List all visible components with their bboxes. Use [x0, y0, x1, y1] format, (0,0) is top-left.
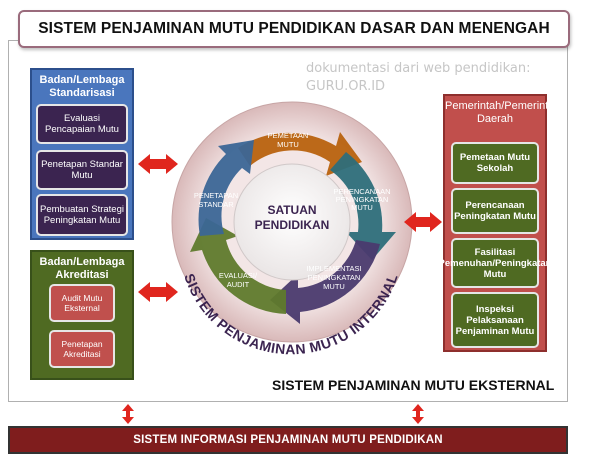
horizontal-arrows	[138, 154, 442, 302]
center-circle	[233, 163, 351, 281]
step-implementasi-line3: MUTU	[323, 282, 345, 291]
arrow-left-top-icon	[138, 154, 178, 174]
step-implementasi-line2: PENINGKATAN	[308, 273, 361, 282]
item-penetapan-standar: Penetapan Standar Mutu	[36, 150, 128, 190]
bottom-bar: SISTEM INFORMASI PENJAMINAN MUTU PENDIDI…	[8, 426, 568, 454]
segment-pemetaan-mutu	[238, 132, 362, 176]
watermark: dokumentasi dari web pendidikan: GURU.OR…	[306, 60, 530, 96]
item-audit-mutu: Audit Mutu Eksternal	[49, 284, 115, 322]
arrow-vertical-right-icon	[412, 404, 424, 424]
item-fasilitasi-pemenuhan: Fasilitasi Pemenuhan/Peningkatan Mutu	[439, 238, 552, 288]
step-implementasi-line1: IMPLEMENTASI	[306, 264, 361, 273]
arrow-vertical-left-icon	[122, 404, 134, 424]
watermark-line-2: GURU.OR.ID	[306, 79, 386, 94]
arrow-right-icon	[404, 212, 442, 232]
page-title: SISTEM PENJAMINAN MUTU PENDIDIKAN DASAR …	[38, 20, 550, 37]
step-perencanaan-line1: PERENCANAAN	[333, 187, 390, 196]
item-penetapan-akreditasi: Penetapan Akreditasi	[49, 330, 115, 368]
center-label-line1: SATUAN	[267, 203, 316, 217]
panel-pemerintah-title: Pemerintah/Pemerintah Daerah	[445, 100, 561, 125]
segment-penetapan-standar	[198, 140, 254, 236]
vertical-arrows	[122, 404, 424, 424]
arrow-left-bottom-icon	[138, 282, 178, 302]
panel-standarisasi: Badan/Lembaga Standarisasi Evaluasi Penc…	[30, 68, 134, 240]
segment-evaluasi	[190, 218, 286, 314]
step-penetapan-line2: STANDAR	[198, 200, 234, 209]
eksternal-label: SISTEM PENJAMINAN MUTU EKSTERNAL	[272, 377, 555, 393]
item-pemetaan-mutu-sekolah: Pemetaan Mutu Sekolah	[451, 142, 539, 184]
step-perencanaan-line2: PENINGKATAN	[336, 195, 389, 204]
panel-akreditasi: Badan/Lembaga Akreditasi Audit Mutu Ekst…	[30, 250, 134, 380]
step-evaluasi-line2: AUDIT	[227, 280, 250, 289]
segment-perencanaan	[330, 152, 396, 260]
watermark-line-1: dokumentasi dari web pendidikan:	[306, 61, 531, 76]
step-penetapan-line1: PENETAPAN	[194, 191, 238, 200]
step-pemetaan-line2: MUTU	[277, 140, 299, 149]
step-pemetaan-line1: PEMETAAN	[268, 131, 309, 140]
step-perencanaan-line3: MUTU	[351, 203, 373, 212]
panel-pemerintah: Pemerintah/Pemerintah Daerah Pemetaan Mu…	[439, 94, 561, 352]
item-inspeksi-pelaksanaan: Inspeksi Pelaksanaan Penjaminan Mutu	[451, 292, 539, 348]
item-perencanaan-peningkatan: Perencanaan Peningkatan Mutu	[451, 188, 539, 234]
bottom-bar-label: SISTEM INFORMASI PENJAMINAN MUTU PENDIDI…	[133, 434, 443, 446]
step-evaluasi-line1: EVALUASI/	[219, 271, 258, 280]
item-pembuatan-strategi: Pembuatan Strategi Peningkatan Mutu	[36, 194, 128, 236]
item-evaluasi-pencapaian: Evaluasi Pencapaian Mutu	[36, 104, 128, 144]
title-box: SISTEM PENJAMINAN MUTU PENDIDIKAN DASAR …	[18, 10, 570, 48]
segment-implementasi	[270, 240, 380, 324]
panel-standarisasi-title: Badan/Lembaga Standarisasi	[39, 74, 125, 99]
panel-akreditasi-title: Badan/Lembaga Akreditasi	[39, 256, 125, 281]
center-label-line2: PENDIDIKAN	[255, 218, 330, 232]
